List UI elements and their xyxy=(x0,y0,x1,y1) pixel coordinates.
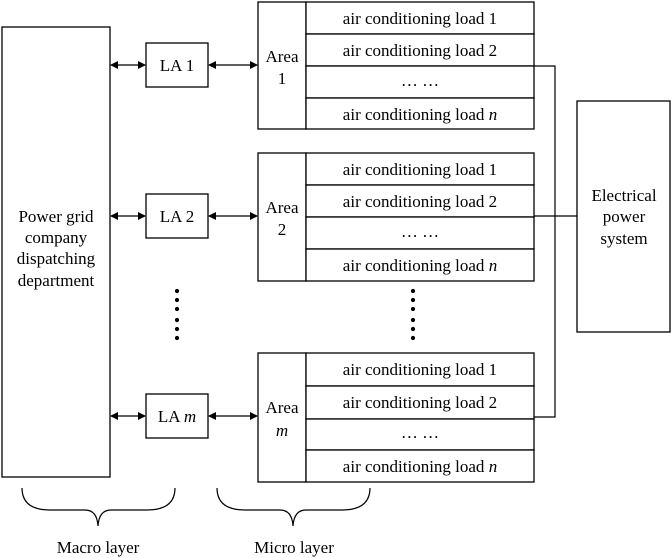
vertical-ellipsis-areas xyxy=(410,288,416,341)
dispatch-label-line-3: dispatching xyxy=(17,249,96,268)
la-1-label: LA 1 xyxy=(160,56,194,75)
area-2-label: Area xyxy=(265,198,298,217)
la-2-label: LA 2 xyxy=(160,207,194,226)
power-bus-connector xyxy=(534,65,577,418)
la-1-block: LA 1 xyxy=(145,42,209,88)
macro-layer-brace xyxy=(21,487,176,527)
vertical-ellipsis-la xyxy=(174,288,180,341)
la-m-block: LA m xyxy=(145,393,209,439)
area-2-load-2: air conditioning load 2 xyxy=(343,192,497,211)
eps-label-line-1: Electrical xyxy=(591,186,656,205)
area-2-group: Area 2 air conditioning load 1 air condi… xyxy=(257,152,535,282)
dispatch-label-line-2: company xyxy=(25,228,88,247)
area-m-index: m xyxy=(276,421,288,440)
eps-label-line-2: power xyxy=(603,207,646,226)
area-m-label: Area xyxy=(265,398,298,417)
area-1-load-2: air conditioning load 2 xyxy=(343,41,497,60)
micro-layer-brace xyxy=(216,487,371,527)
area-m-load-1: air conditioning load 1 xyxy=(343,360,497,379)
area-m-group: Area m air conditioning load 1 air condi… xyxy=(257,352,535,483)
area-1-group: Area 1 air conditioning load 1 air condi… xyxy=(257,1,535,130)
dispatch-label-line-1: Power grid xyxy=(18,207,94,226)
la-m-label: LA m xyxy=(158,407,196,426)
macro-layer-label: Macro layer xyxy=(57,538,140,557)
area-1-label: Area xyxy=(265,47,298,66)
la-2-block: LA 2 xyxy=(145,193,209,239)
area-1-index: 1 xyxy=(278,69,287,88)
area-1-ellipsis: … … xyxy=(401,71,439,90)
area-1-load-n: air conditioning load n xyxy=(343,105,497,124)
area-m-ellipsis: … … xyxy=(401,423,439,442)
area-2-index: 2 xyxy=(278,220,287,239)
area-2-ellipsis: … … xyxy=(401,222,439,241)
area-2-load-1: air conditioning load 1 xyxy=(343,160,497,179)
area-m-load-2: air conditioning load 2 xyxy=(343,393,497,412)
micro-layer-label: Micro layer xyxy=(254,538,334,557)
area-1-load-1: air conditioning load 1 xyxy=(343,9,497,28)
eps-label-line-3: system xyxy=(600,229,647,248)
area-m-load-n: air conditioning load n xyxy=(343,457,497,476)
dispatch-department-block: Power grid company dispatching departmen… xyxy=(1,26,111,478)
dispatch-label-line-4: department xyxy=(18,271,95,290)
area-2-load-n: air conditioning load n xyxy=(343,256,497,275)
electrical-power-system-block: Electrical power system xyxy=(576,100,671,333)
